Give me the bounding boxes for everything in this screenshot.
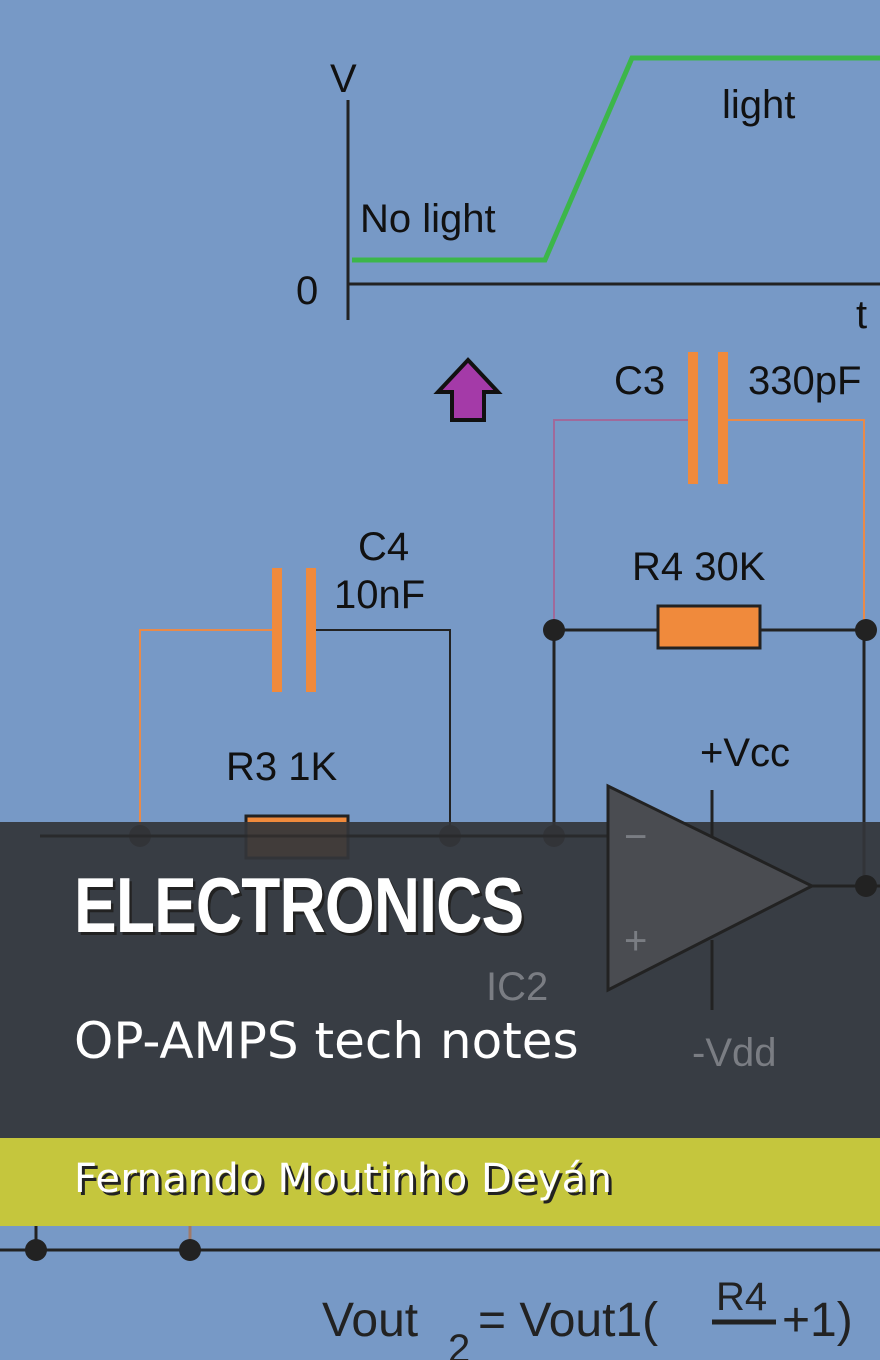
book-author: Fernando Moutinho Deyán bbox=[74, 1156, 613, 1202]
ground-rail bbox=[0, 1226, 880, 1261]
c3-name: C3 bbox=[614, 359, 665, 403]
formula-left: Vout bbox=[322, 1294, 418, 1347]
gain-formula: Vout 2 = Vout1( R4 +1) bbox=[322, 1275, 853, 1360]
vdd-label: -Vdd bbox=[692, 1031, 777, 1075]
c4-name: C4 bbox=[358, 525, 409, 569]
capacitor-c3: C3 330pF bbox=[553, 352, 865, 630]
minus-sign: − bbox=[624, 815, 647, 859]
formula-subscript: 2 bbox=[448, 1327, 470, 1360]
vcc-rail: +Vcc bbox=[700, 731, 790, 822]
ic-label: IC2 bbox=[486, 965, 548, 1009]
capacitor-c4: C4 10nF bbox=[139, 525, 451, 836]
book-title: ELECTRONICS bbox=[74, 861, 524, 949]
plus-sign: + bbox=[624, 919, 647, 963]
c4-value: 10nF bbox=[334, 573, 425, 617]
formula-mid: = Vout1( bbox=[478, 1294, 658, 1347]
r4-label: R4 30K bbox=[632, 545, 766, 589]
voltage-graph: V t 0 No light light bbox=[296, 55, 880, 337]
formula-right: +1) bbox=[782, 1294, 853, 1347]
no-light-label: No light bbox=[360, 197, 496, 241]
r3-label: R3 1K bbox=[226, 745, 337, 789]
author-band bbox=[0, 1138, 880, 1226]
formula-numerator: R4 bbox=[716, 1275, 767, 1319]
c3-value: 330pF bbox=[748, 359, 861, 403]
vcc-label: +Vcc bbox=[700, 731, 790, 775]
x-axis-label: t bbox=[856, 293, 867, 337]
resistor-r4: R4 30K bbox=[543, 545, 877, 886]
light-label: light bbox=[722, 83, 795, 127]
arrow-up-icon bbox=[433, 357, 503, 422]
book-subtitle: OP-AMPS tech notes bbox=[74, 1012, 579, 1070]
y-axis-label: V bbox=[330, 57, 357, 101]
op-amp-ic2: -Vdd IC2 − + bbox=[40, 783, 880, 1075]
origin-label: 0 bbox=[296, 269, 318, 313]
